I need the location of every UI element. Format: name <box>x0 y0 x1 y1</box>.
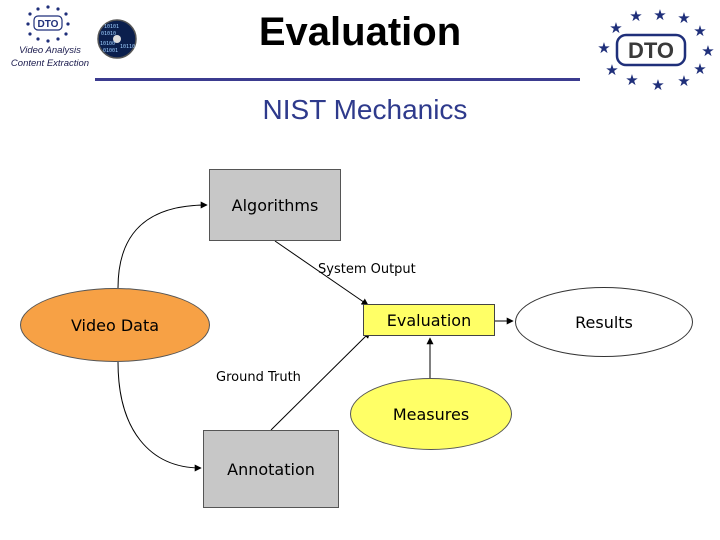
node-annotation-label: Annotation <box>227 459 315 479</box>
left-logo-disc-digit-row: 01001 <box>103 48 118 54</box>
svg-text:★: ★ <box>653 6 666 24</box>
left-logo-caption-line1: Video Analysis <box>19 45 81 56</box>
left-logo: DTO 10101 01010 10100 01001 10110 <box>26 5 137 59</box>
svg-text:★: ★ <box>677 72 690 90</box>
edge-label-system-output: System Output <box>318 262 416 277</box>
svg-text:★: ★ <box>625 71 638 89</box>
header-divider <box>95 78 580 81</box>
right-logo-badge-text: DTO <box>628 38 674 63</box>
svg-text:★: ★ <box>597 39 610 57</box>
node-results-label: Results <box>575 312 633 332</box>
svg-text:★: ★ <box>693 22 706 40</box>
arrow-videodata-to-algorithms <box>117 201 208 289</box>
right-logo-badge <box>615 33 687 67</box>
node-annotation: Annotation <box>203 430 339 508</box>
node-measures-label: Measures <box>392 404 470 424</box>
arrow-algorithms-to-evaluation <box>274 240 369 306</box>
left-logo-disc-digit-row: 10101 <box>104 24 119 30</box>
left-logo-disc-digit-row: 01010 <box>101 31 116 37</box>
left-logo-disc-digit-row: 10110 <box>120 44 135 50</box>
svg-text:★: ★ <box>609 19 622 37</box>
left-logo-stars <box>26 5 70 43</box>
arrow-annotation-to-evaluation <box>270 331 371 431</box>
svg-text:★: ★ <box>693 60 706 78</box>
slide-title: Evaluation <box>258 10 462 54</box>
slide-subtitle: NIST Mechanics <box>262 94 468 125</box>
left-logo-disc-digits: 10101 01010 10100 01001 10110 <box>100 24 135 54</box>
left-logo-badge-text: DTO <box>38 19 59 30</box>
svg-text:★: ★ <box>629 7 642 25</box>
left-logo-caption: Video Analysis Content Extraction <box>4 44 96 70</box>
node-algorithms: Algorithms <box>209 169 341 241</box>
svg-text:★: ★ <box>651 76 664 94</box>
arrow-videodata-to-annotation <box>117 361 202 472</box>
node-algorithms-label: Algorithms <box>231 195 319 215</box>
left-logo-disc-hole <box>113 35 121 43</box>
right-logo: ★★★ ★★★ ★★★ ★★★ DTO <box>597 6 714 94</box>
edge-label-ground-truth: Ground Truth <box>216 370 301 385</box>
node-video-data-label: Video Data <box>70 315 160 335</box>
node-video-data: Video Data <box>20 288 210 362</box>
left-logo-caption-line2: Content Extraction <box>10 58 90 69</box>
left-logo-badge <box>33 15 63 31</box>
svg-text:★: ★ <box>677 9 690 27</box>
node-results: Results <box>515 287 693 357</box>
node-evaluation-label: Evaluation <box>386 310 472 330</box>
svg-text:★: ★ <box>605 61 618 79</box>
right-logo-stars: ★★★ ★★★ ★★★ ★★★ <box>597 6 714 94</box>
svg-text:★: ★ <box>701 42 714 60</box>
node-measures: Measures <box>350 378 512 450</box>
node-evaluation: Evaluation <box>363 304 495 336</box>
left-logo-disc-digit-row: 10100 <box>100 41 115 47</box>
